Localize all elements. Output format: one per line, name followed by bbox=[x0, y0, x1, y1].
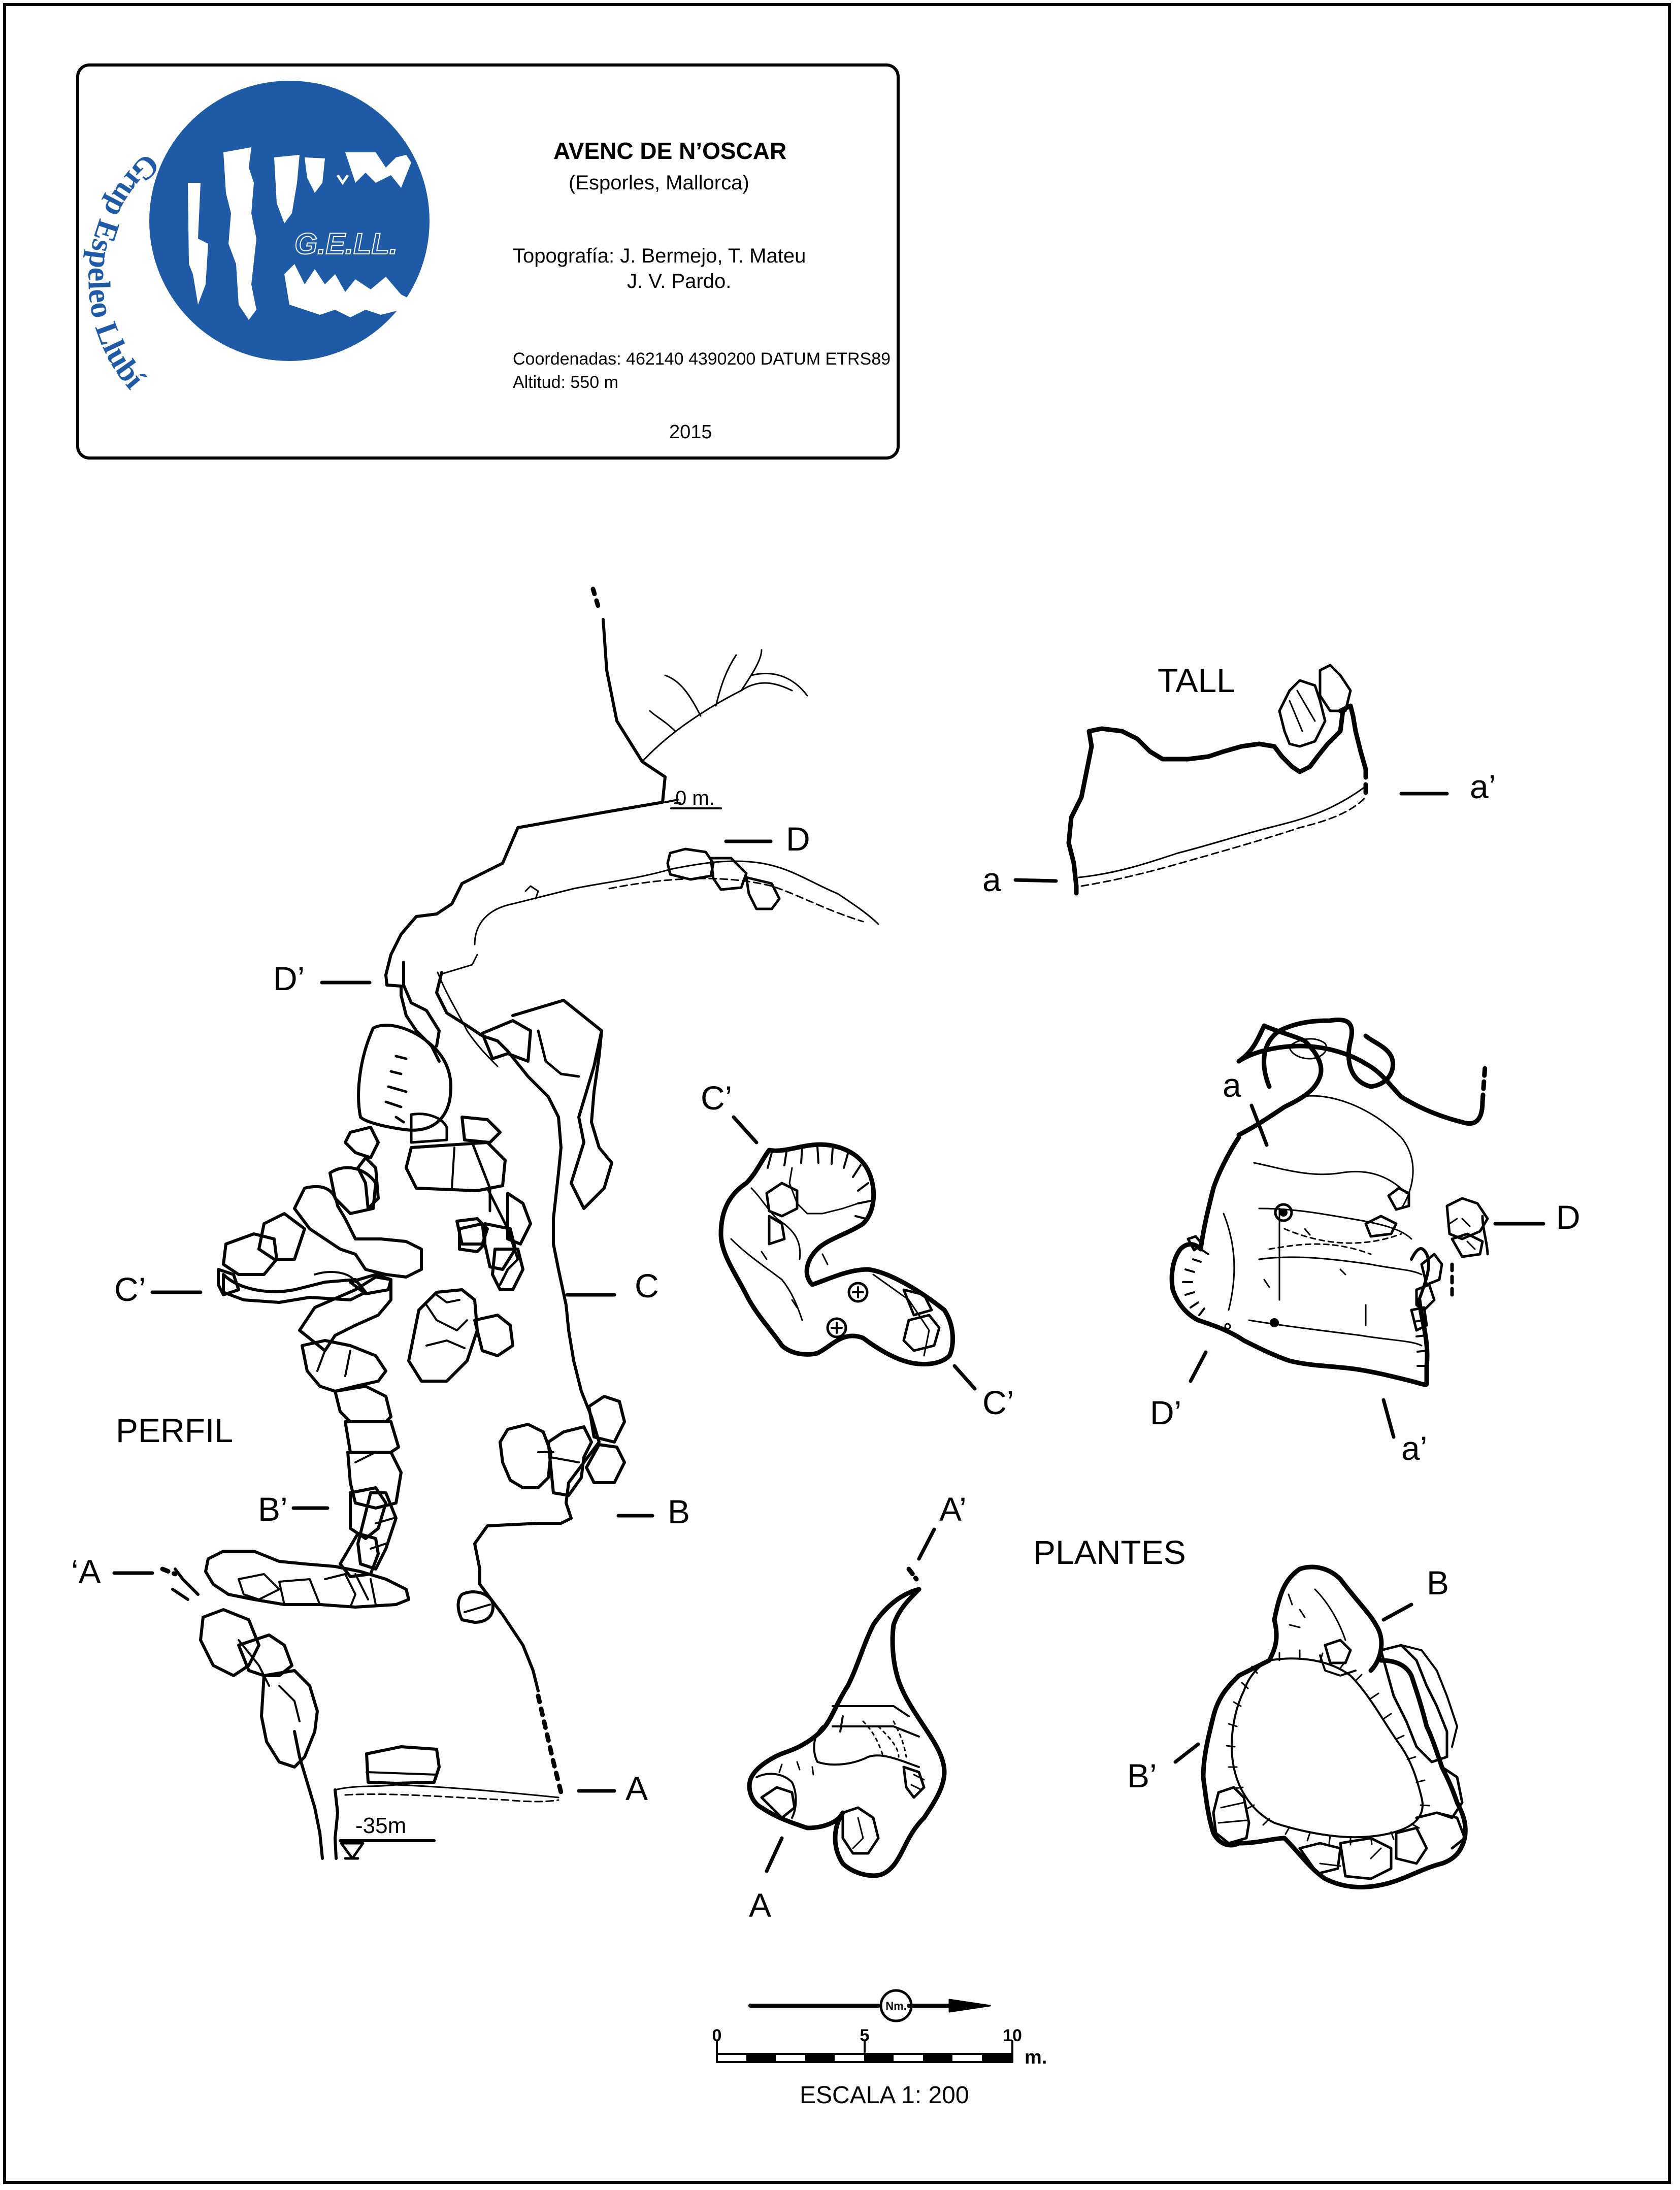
plan-d-a-prime-label: a’ bbox=[1401, 1429, 1427, 1467]
scale-tick-5: 5 bbox=[860, 2026, 870, 2045]
plan-d-D-prime-label: D’ bbox=[1150, 1394, 1181, 1431]
plans-label: PLANTES bbox=[1033, 1533, 1186, 1571]
plan-b-left-label: B’ bbox=[1127, 1757, 1157, 1794]
survey-year: 2015 bbox=[669, 421, 712, 443]
gell-logo: G.E.LL. Grup Espeleo Llubí bbox=[81, 81, 430, 396]
coordinates: Coordenadas: 462140 4390200 DATUM ETRS89 bbox=[513, 349, 891, 369]
scale-unit: m. bbox=[1025, 2047, 1047, 2068]
plan-d-D-label: D bbox=[1556, 1198, 1580, 1236]
depth-label-bottom: -35m bbox=[355, 1813, 406, 1838]
section-A-prime-label: ‘A bbox=[71, 1553, 101, 1590]
north-label: Nm. bbox=[885, 2000, 907, 2012]
plan-c-bottom-label: C’ bbox=[982, 1384, 1014, 1421]
scale-tick-10: 10 bbox=[1003, 2026, 1022, 2045]
logo-brand-text: G.E.LL. bbox=[294, 227, 398, 260]
plan-a-top-label: A’ bbox=[939, 1490, 967, 1528]
altitude: Altitud: 550 m bbox=[513, 373, 618, 392]
page-border bbox=[3, 3, 1671, 2184]
section-C-prime-label: C’ bbox=[114, 1270, 146, 1308]
topography-credits-cont: J. V. Pardo. bbox=[627, 270, 732, 292]
title-block bbox=[76, 63, 900, 460]
plan-b-top-label: B bbox=[1427, 1564, 1449, 1601]
plan-a-bottom-label: A bbox=[749, 1886, 771, 1924]
section-C-label: C bbox=[635, 1267, 659, 1304]
scale-caption: ESCALA 1: 200 bbox=[800, 2082, 969, 2109]
plan-d-a-label: a bbox=[1223, 1066, 1241, 1104]
plan-c-top-label: C’ bbox=[701, 1079, 732, 1117]
profile-label: PERFIL bbox=[116, 1412, 233, 1449]
scale-bar bbox=[716, 1989, 1013, 2063]
survey-location: (Esporles, Mallorca) bbox=[569, 172, 749, 194]
section-B-label: B bbox=[668, 1493, 690, 1530]
plan-c bbox=[718, 1115, 977, 1391]
plan-a bbox=[747, 1527, 947, 1878]
scale-tick-0: 0 bbox=[712, 2026, 722, 2045]
tall-section bbox=[1013, 664, 1449, 901]
topography-credits: Topografía: J. Bermejo, T. Mateu bbox=[513, 245, 806, 267]
section-A-label: A bbox=[625, 1770, 648, 1807]
tall-a-prime-label: a’ bbox=[1470, 768, 1496, 805]
plan-b bbox=[1173, 1564, 1468, 1890]
plan-d bbox=[1169, 1017, 1545, 1439]
tall-a-label: a bbox=[982, 861, 1001, 898]
profile-section bbox=[112, 586, 879, 1860]
section-D-label: D bbox=[786, 820, 810, 858]
section-D-prime-label: D’ bbox=[273, 960, 305, 997]
depth-label-top: 0 m. bbox=[675, 787, 715, 809]
tall-label: TALL bbox=[1158, 662, 1235, 699]
survey-title: AVENC DE N’OSCAR bbox=[553, 138, 787, 164]
section-B-prime-label: B’ bbox=[258, 1490, 288, 1528]
